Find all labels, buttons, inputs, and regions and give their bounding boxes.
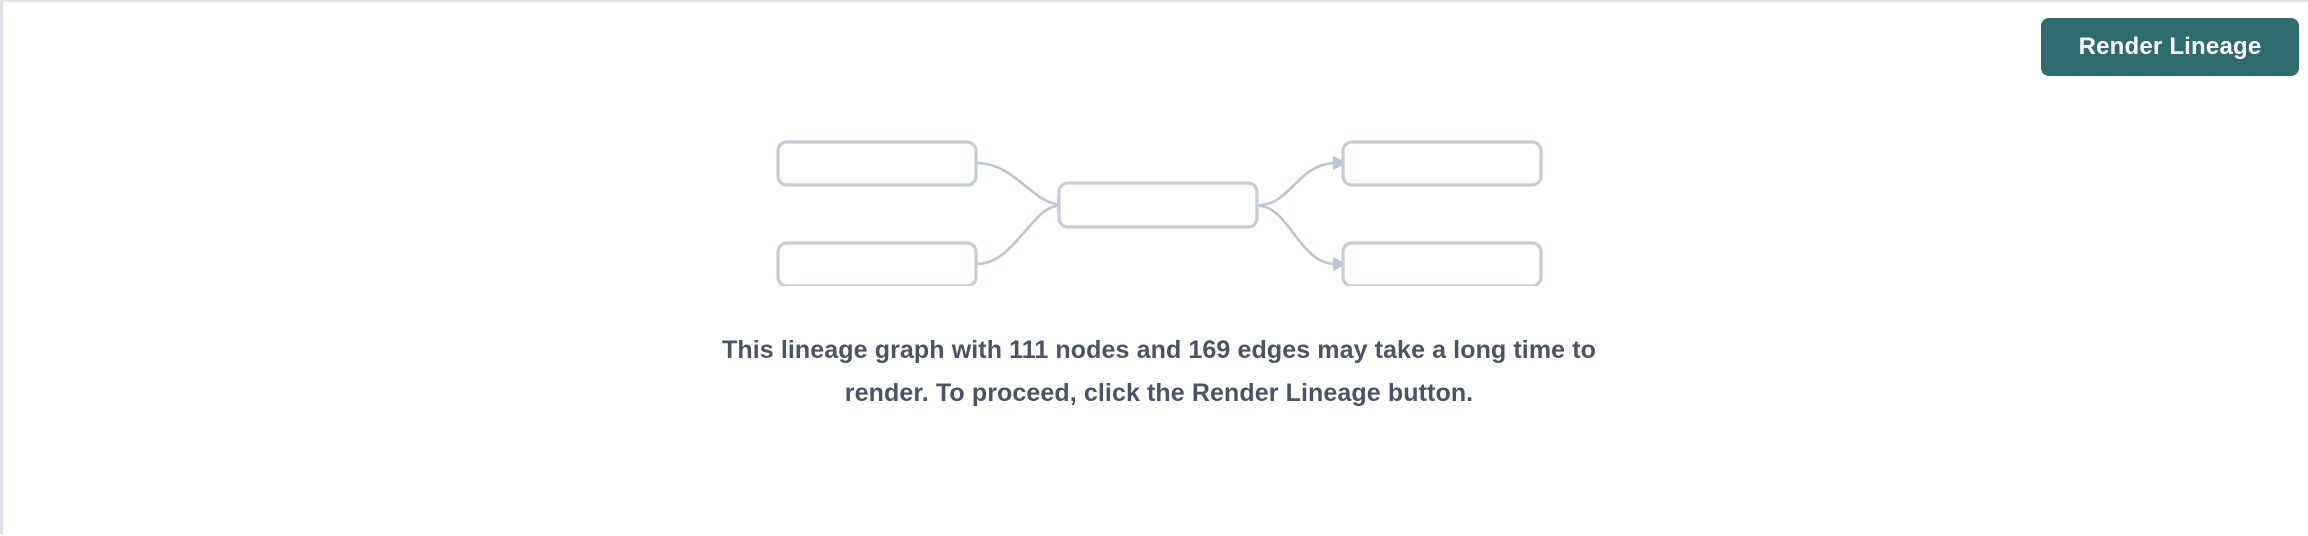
edge-upstream-1-to-center — [975, 161, 1058, 206]
lineage-warning-message: This lineage graph with 111 nodes and 16… — [721, 336, 1597, 407]
graph-node-downstream-2 — [1341, 241, 1543, 288]
graph-node-upstream-2 — [776, 241, 978, 288]
arrowhead-into-downstream-1 — [1333, 156, 1347, 170]
edge-center-to-downstream-1 — [1258, 161, 1336, 207]
graph-node-downstream-1 — [1341, 140, 1543, 187]
arrowhead-into-downstream-2 — [1333, 257, 1347, 271]
render-lineage-button[interactable]: Render Lineage — [2041, 18, 2299, 76]
lineage-placeholder-illustration — [751, 120, 1567, 288]
graph-node-center — [1057, 181, 1259, 229]
edge-center-to-downstream-2 — [1258, 204, 1336, 266]
lineage-graph-svg — [776, 140, 1543, 288]
graph-node-upstream-1 — [776, 140, 978, 187]
edge-upstream-2-to-center — [975, 204, 1058, 266]
lineage-empty-state: This lineage graph with 111 nodes and 16… — [3, 2, 2308, 536]
